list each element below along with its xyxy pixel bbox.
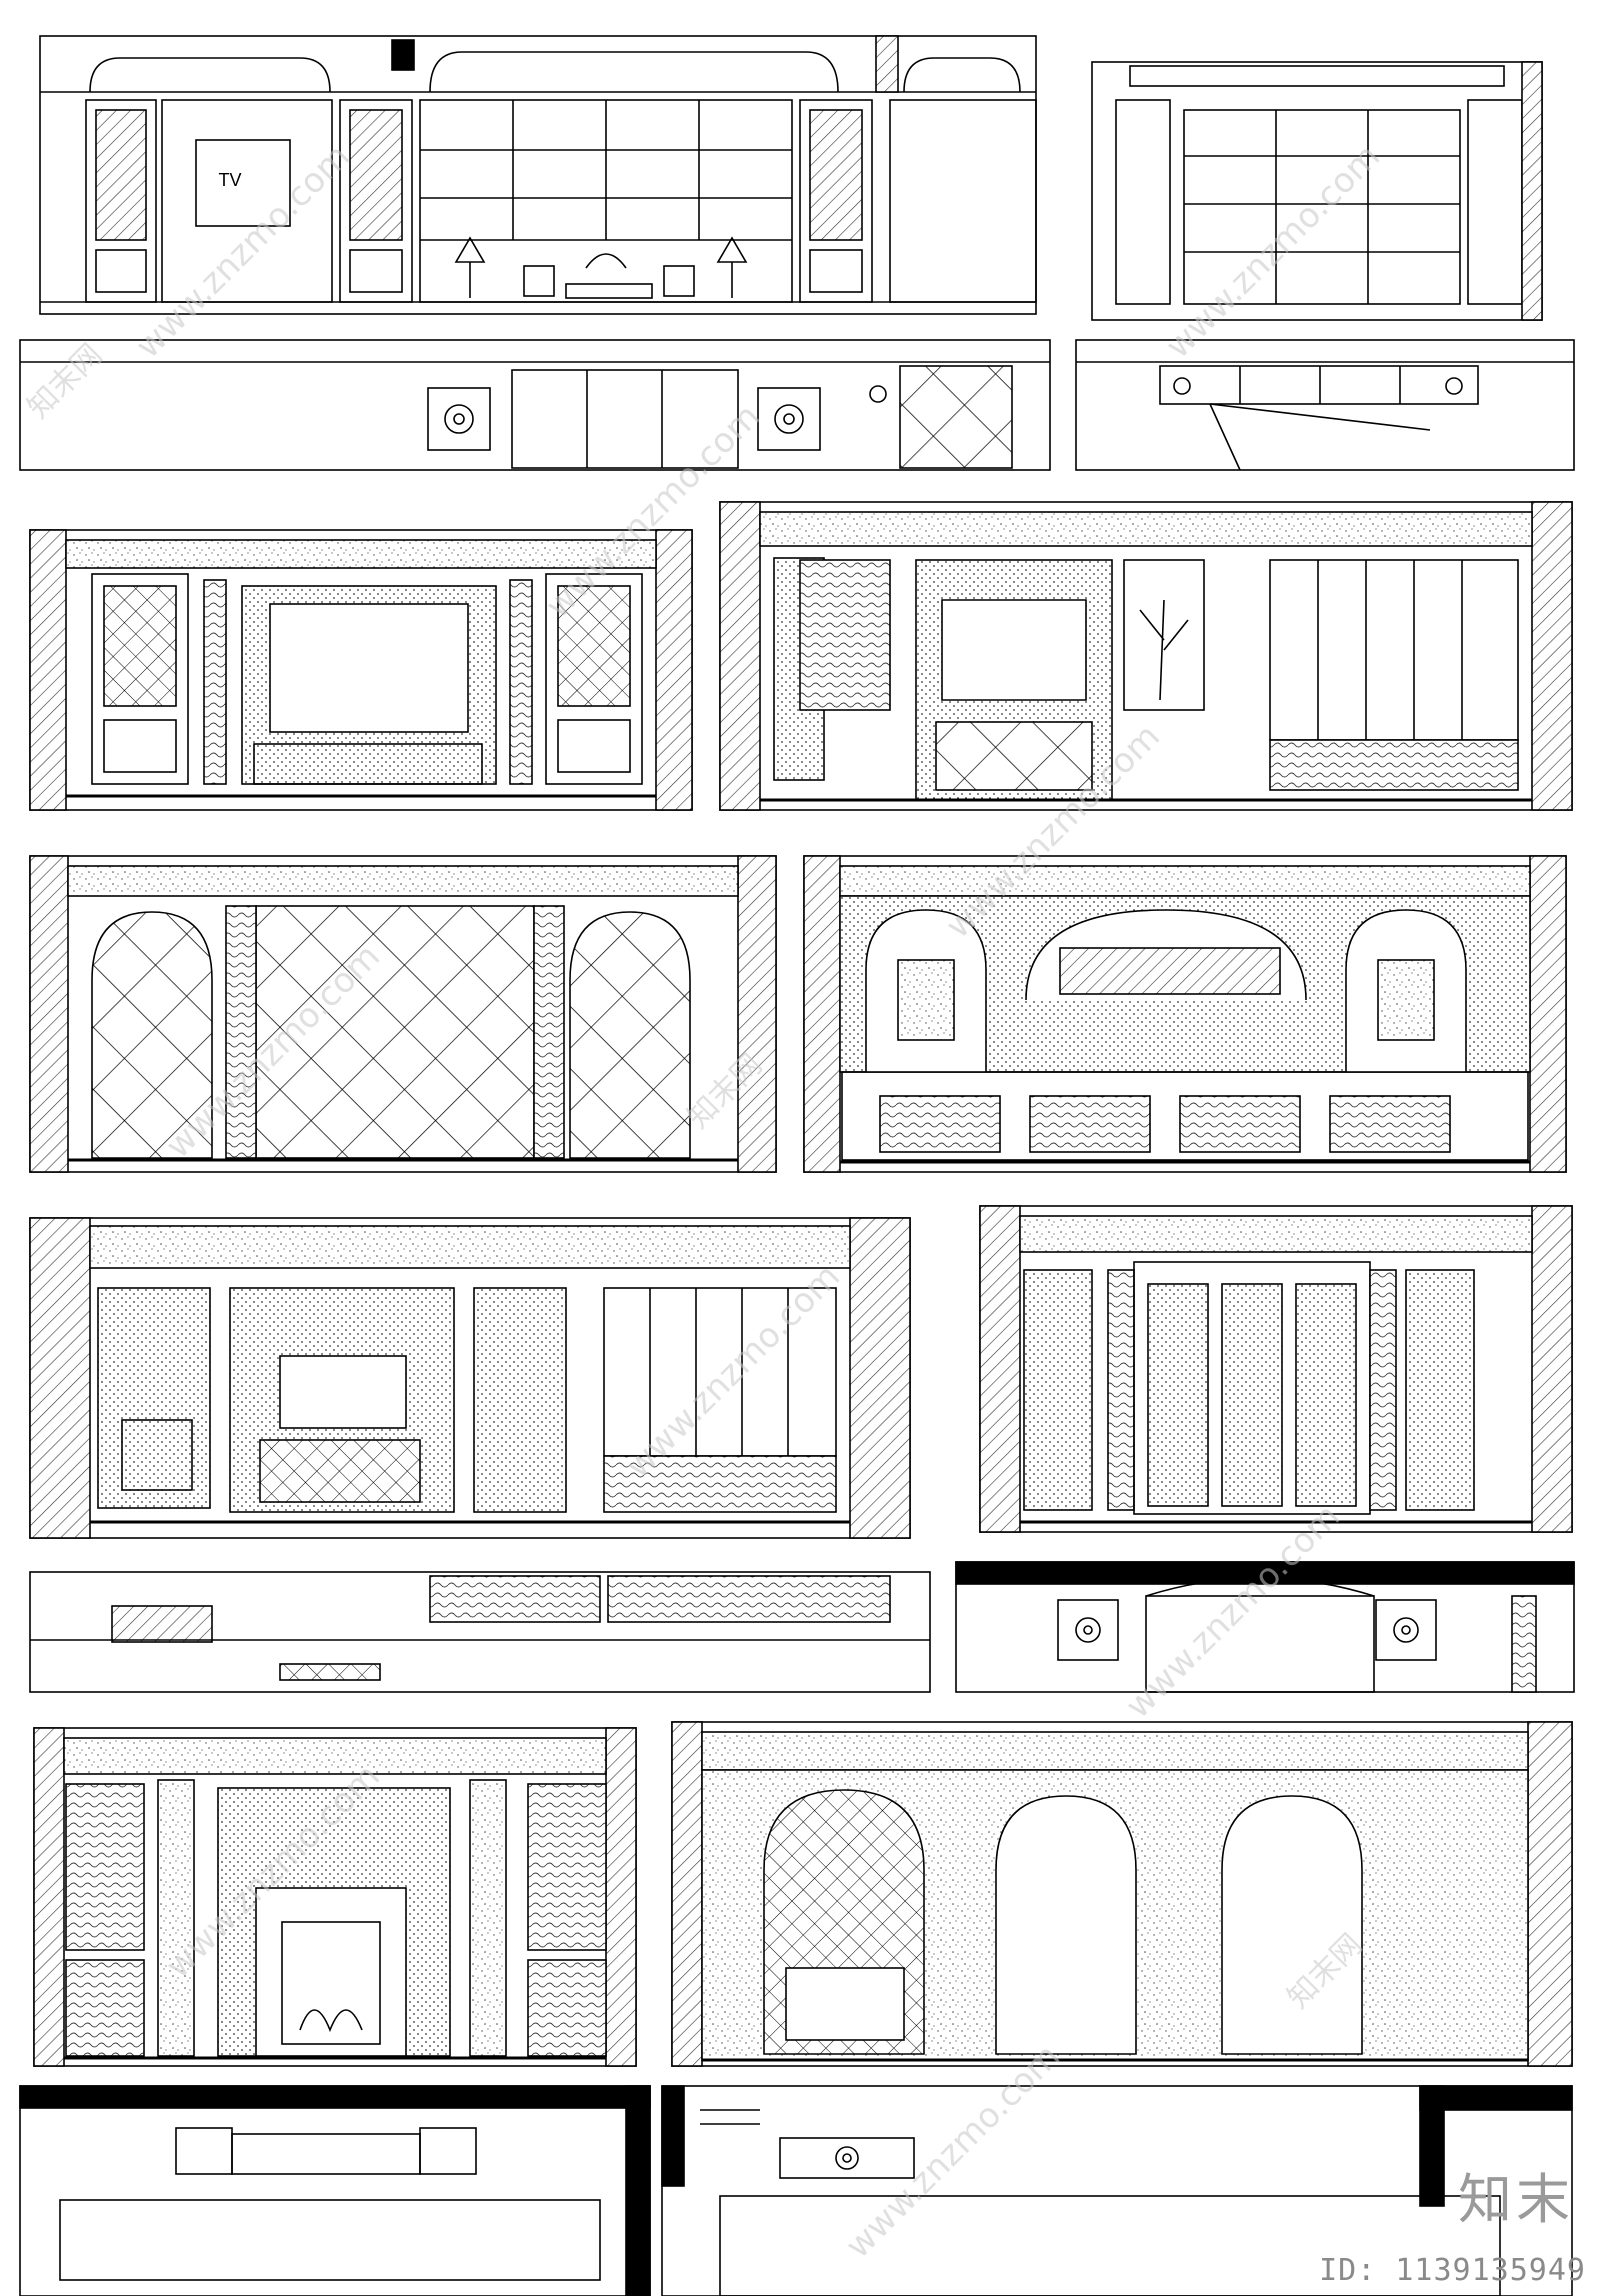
- tv-label: TV: [218, 170, 241, 190]
- elevation-b-shelf-wall: [1091, 61, 1543, 321]
- elevation-a-tv-bookcase: [39, 35, 1037, 315]
- elevation-j-arched-hall: [671, 1721, 1573, 2067]
- plan-j: [661, 2085, 1573, 2296]
- elevation-e-arched-lattice: [29, 855, 777, 1173]
- plan-g: [29, 1571, 931, 1693]
- elevation-h-door-wall: [979, 1205, 1573, 1533]
- elevation-c-tv-wall: [29, 529, 693, 811]
- watermark-site: www.znzmo.com: [838, 2036, 1068, 2266]
- elevation-f-arched-wainscot: [803, 855, 1567, 1173]
- watermark-site: www.znzmo.com: [618, 1256, 848, 1486]
- plan-b: [1075, 339, 1575, 471]
- watermark-cn: 知末网: [21, 337, 109, 425]
- plan-i: [19, 2085, 651, 2296]
- plan-h: [955, 1561, 1575, 1693]
- image-id: ID: 1139135949: [1319, 2253, 1586, 2288]
- elevation-g-wardrobe-wall: [29, 1217, 911, 1539]
- elevation-i-fireplace-wall: [33, 1727, 637, 2067]
- plan-a: [19, 339, 1051, 471]
- elevation-d-cabinet-wall: [719, 501, 1573, 811]
- brand-logo-text: 知末: [1458, 2168, 1574, 2231]
